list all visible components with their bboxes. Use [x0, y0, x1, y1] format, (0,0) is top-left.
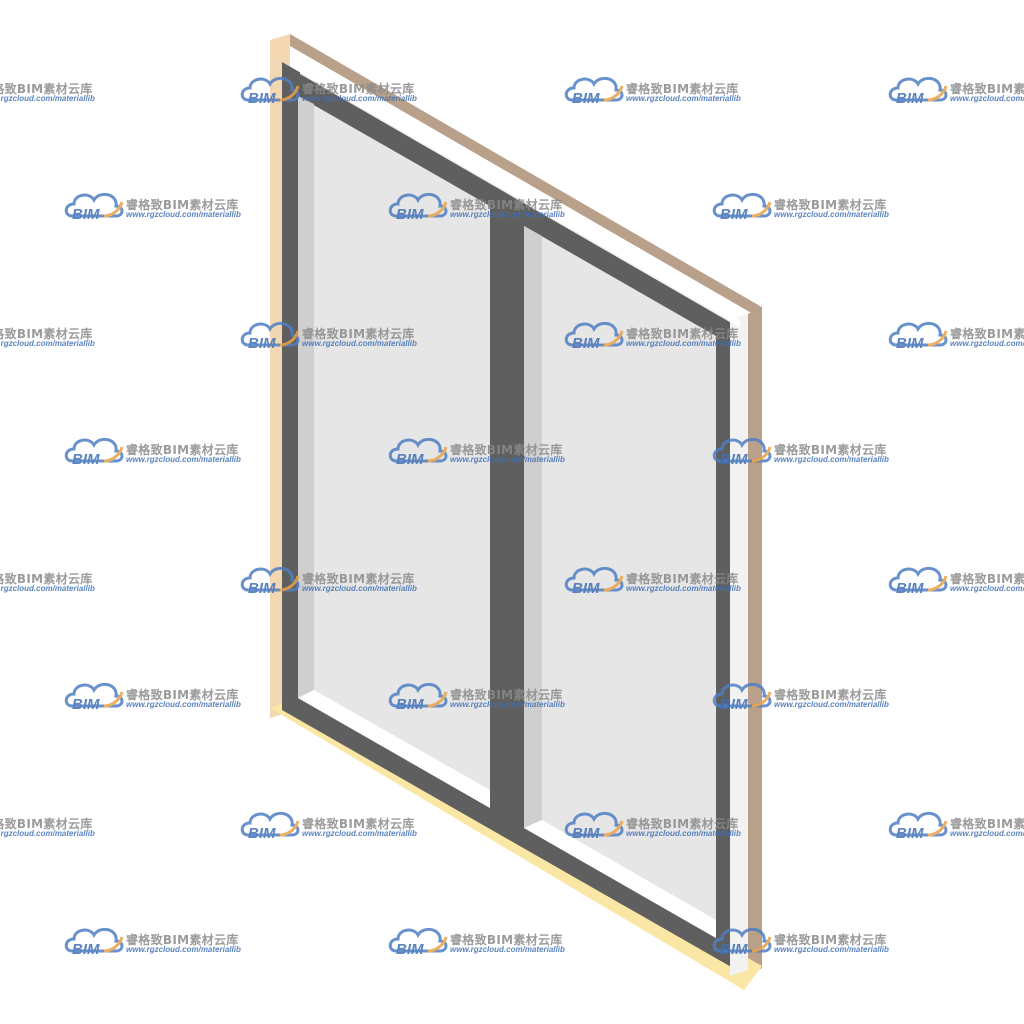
glass-pane-left-edge: [298, 96, 314, 698]
frame-inner-right-jamb: [730, 314, 748, 976]
outer-frame-right-side: [748, 306, 762, 976]
outer-frame-top-strip: [290, 34, 760, 318]
glass-pane-left-sill: [298, 690, 490, 808]
mullion: [490, 206, 524, 828]
glass-pane-right-sill: [524, 820, 716, 938]
glass-pane-right-edge: [524, 226, 542, 828]
frame-inner-top-highlight: [300, 66, 740, 328]
